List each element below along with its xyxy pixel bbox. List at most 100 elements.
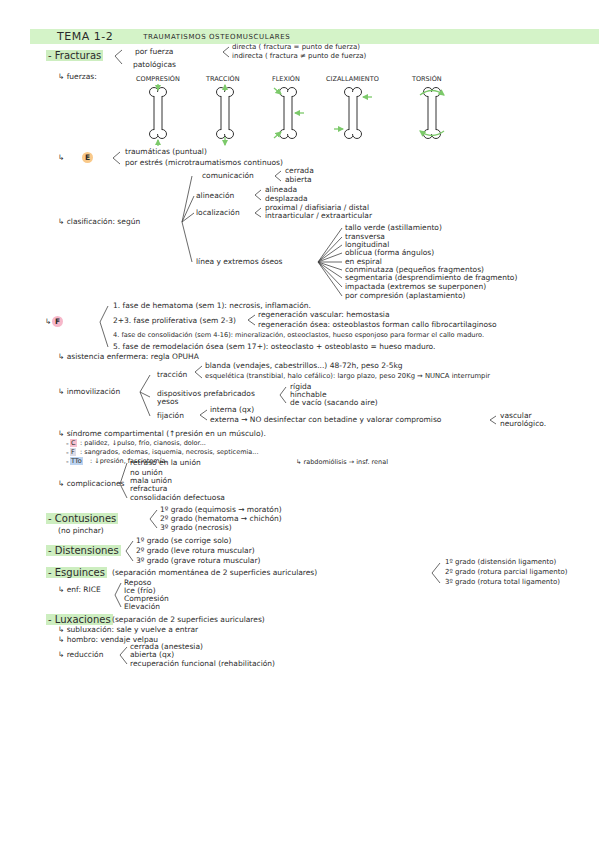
- note-text: ↳ subluxación: sale y vuelve a entrar: [58, 625, 198, 634]
- note-text: patológicas: [133, 60, 176, 69]
- note-text: : sangrados, edemas, isquemia, necrosis,…: [80, 448, 258, 457]
- node-text: C: [71, 439, 76, 447]
- badge-fill: [82, 152, 93, 163]
- bracket: [255, 208, 261, 217]
- note-text: segmentaria (desprendimiento de fragment…: [345, 273, 517, 282]
- note-text: 1º grado (se corrige solo): [136, 536, 231, 545]
- note-text: cerrada (anestesia): [130, 642, 203, 651]
- note-text: ↳: [45, 317, 51, 326]
- force-arrow: [420, 131, 444, 136]
- note-text: CIZALLAMIENTO: [326, 75, 379, 84]
- note-text: alineación: [196, 191, 234, 200]
- note-text: alineada: [265, 185, 297, 194]
- node-text: - Contusiones: [48, 513, 116, 524]
- section-heading: - Distensiones: [46, 545, 121, 556]
- note-text: 3º grado (necrosis): [160, 523, 232, 532]
- bracket: [318, 228, 342, 296]
- note-text: COMPRESIÓN: [136, 75, 180, 84]
- note-text: conminutaza (pequeños fragmentos): [345, 265, 484, 274]
- bracket: [275, 171, 281, 181]
- note-text: 3º grado (grave rotura muscular): [136, 556, 260, 565]
- force-arrow: [224, 85, 225, 91]
- note-text: por fuerza: [135, 47, 173, 56]
- note-text: 1º grado (distensión ligamento): [445, 558, 556, 567]
- note-text: Ice (frío): [124, 586, 156, 595]
- node-text: - Esguinces: [48, 567, 105, 578]
- note-text: Elevación: [124, 602, 160, 611]
- note-text: dispositivos prefabricados: [157, 389, 255, 398]
- force-arrow: [157, 140, 158, 146]
- force-arrow: [274, 88, 281, 94]
- force-arrow: [420, 91, 444, 96]
- bone-icon: [424, 88, 441, 139]
- note-text: transversa: [345, 232, 385, 241]
- node-text: F: [71, 448, 75, 456]
- force-arrow: [295, 112, 304, 113]
- note-text: Compresión: [124, 594, 169, 603]
- note-text: no unión: [130, 468, 163, 477]
- note-text: ↳ rabdomiólisis → insf. renal: [296, 458, 388, 467]
- bracket: [140, 375, 150, 416]
- note-text: -: [66, 439, 69, 448]
- bracket: [120, 647, 127, 664]
- note-text: ↳ asistencia enfermera: regla OPUHA: [58, 352, 199, 361]
- letter-tag: F: [70, 448, 76, 456]
- note-text: desplazada: [265, 194, 308, 203]
- force-arrows: [158, 84, 444, 146]
- bracket: [195, 366, 202, 378]
- bracket: [115, 50, 122, 64]
- note-text: mala unión: [130, 476, 172, 485]
- note-text: ↳ inmovilización: [58, 387, 120, 396]
- node-text: E: [82, 152, 93, 163]
- letter-badge: E: [82, 152, 93, 163]
- note-text: abierta (qx): [130, 650, 174, 659]
- letter-tag: C: [70, 439, 77, 447]
- bracket: [248, 315, 255, 325]
- note-text: 5. fase de remodelación ósea (sem 17+): …: [113, 342, 435, 351]
- note-text: por compresión (aplastamiento): [345, 291, 465, 300]
- note-text: cerrada: [285, 166, 314, 175]
- node-text: TEMA 1-2: [57, 30, 113, 43]
- bone-illustrations: [150, 88, 441, 139]
- force-arrow: [157, 84, 158, 90]
- note-text: (separación momentánea de 2 superficies …: [112, 568, 317, 577]
- note-text: intraarticular / extraarticular: [265, 211, 372, 220]
- note-text: 1º grado (equimosis → moratón): [160, 505, 282, 514]
- note-text: impactada (extremos se superponen): [345, 282, 486, 291]
- note-text: interna (qx): [210, 405, 254, 414]
- section-heading: - Esguinces: [46, 567, 107, 578]
- note-text: 3º grado (rotura total ligamento): [445, 578, 560, 587]
- note-text: línea y extremos óseos: [196, 257, 283, 266]
- note-text: en espiral: [345, 257, 382, 266]
- bone-icon: [280, 88, 297, 139]
- letter-tag: TTo: [70, 457, 83, 465]
- note-text: FLEXIÓN: [272, 75, 300, 84]
- force-arrow: [334, 128, 343, 129]
- force-arrow: [363, 96, 372, 97]
- bracket: [115, 583, 121, 607]
- section-heading: - Luxaciones: [46, 614, 113, 625]
- note-text: directa ( fractura = punto de fuerza): [232, 43, 360, 52]
- note-text: tallo verde (astillamiento): [345, 223, 442, 232]
- note-text: ↳ fuerzas:: [58, 72, 97, 81]
- note-text: oblicua (forma ángulos): [345, 248, 434, 257]
- note-text: : palidez, ↓pulso, frío, cianosis, dolor…: [80, 439, 206, 448]
- note-text: 2+3. fase proliferativa (sem 2-3): [113, 316, 236, 325]
- bracket: [150, 510, 157, 528]
- note-text: neurológico.: [500, 419, 546, 428]
- note-text: retraso en la unión: [130, 458, 201, 467]
- note-text: localización: [196, 208, 240, 217]
- note-text: fijación: [157, 411, 184, 420]
- note-text: TRACCIÓN: [206, 75, 240, 84]
- note-text: ↳ complicaciones: [58, 479, 124, 488]
- bracket: [490, 416, 496, 424]
- note-text: ↳ síndrome compartimental (↑presión en u…: [58, 429, 266, 438]
- note-text: vascular: [500, 411, 532, 420]
- node-text: F: [52, 316, 63, 327]
- section-heading: - Fracturas: [46, 50, 103, 61]
- node-text: - Fracturas: [48, 50, 101, 61]
- note-text: ↳ reducción: [58, 650, 103, 659]
- note-text: consolidación defectuosa: [130, 493, 225, 502]
- bone-icon: [150, 88, 167, 139]
- bracket: [100, 306, 108, 347]
